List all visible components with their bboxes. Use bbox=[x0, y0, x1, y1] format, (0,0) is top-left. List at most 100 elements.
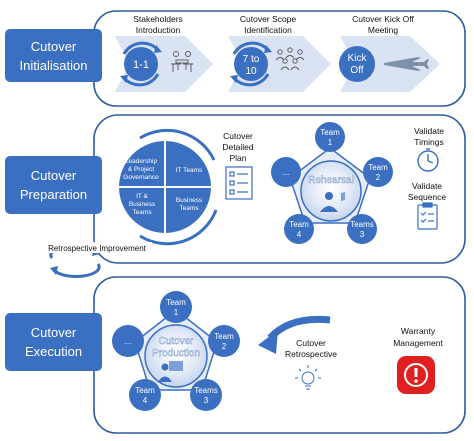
clipboard-checklist-icon bbox=[417, 202, 438, 230]
quadrant-it-business-line1: IT & bbox=[136, 193, 148, 200]
quadrant-leadership bbox=[116, 138, 166, 188]
phase-box-execution[interactable] bbox=[5, 313, 102, 371]
quadrant-business-line1: Business bbox=[176, 197, 203, 204]
phase-box-preparation[interactable] bbox=[5, 156, 102, 214]
rehearsal-team-4[interactable] bbox=[284, 214, 314, 244]
step-1-badge-text: 1-1 bbox=[133, 59, 149, 71]
validate-sequence-line1: Validate bbox=[412, 181, 442, 191]
production-label-line1: Cutover bbox=[158, 336, 194, 347]
rehearsal-team-4-line2: 4 bbox=[297, 230, 302, 239]
crowd-icon bbox=[275, 47, 305, 71]
rehearsal-team-4-line1: Team bbox=[289, 220, 309, 229]
production-team-4[interactable] bbox=[129, 379, 161, 411]
production-team-1[interactable] bbox=[160, 291, 192, 323]
plan-label-line3: Plan bbox=[229, 153, 246, 163]
quadrant-it-teams-label: IT Teams bbox=[176, 167, 203, 174]
step-1-badge bbox=[124, 47, 158, 81]
governance-quadrants bbox=[116, 128, 218, 246]
retro-cycle-arrowhead-2 bbox=[50, 266, 58, 275]
step-2-badge-line2: 10 bbox=[245, 66, 257, 77]
quadrant-it-business-line2: Business bbox=[129, 201, 156, 208]
quadrant-business bbox=[164, 186, 214, 236]
phase-execution-line1: Cutover bbox=[31, 325, 77, 340]
presenter-icon-production bbox=[158, 361, 183, 382]
rehearsal-team-3-line1: Teams bbox=[350, 220, 374, 229]
airplane-icon bbox=[384, 57, 429, 71]
quadrant-leadership-line3: Governance bbox=[123, 174, 159, 181]
warranty-label-line2: Management bbox=[393, 338, 443, 348]
plan-label-line2: Detailed bbox=[222, 142, 253, 152]
step-2-badge bbox=[234, 47, 268, 81]
phase-preparation-line2: Preparation bbox=[20, 187, 87, 202]
rehearsal-team-2[interactable] bbox=[363, 157, 393, 187]
quadrant-leadership-line1: Leadership bbox=[125, 158, 158, 165]
production-team-1-line2: 1 bbox=[174, 308, 179, 317]
phase-box-initialisation[interactable] bbox=[5, 29, 102, 82]
rehearsal-hub bbox=[300, 160, 362, 222]
step-2-title-line1: Cutover Scope bbox=[240, 14, 296, 24]
production-team-4-line1: Team bbox=[135, 386, 155, 395]
production-team-3-line2: 3 bbox=[204, 396, 209, 405]
rehearsal-team-3[interactable] bbox=[347, 214, 377, 244]
validate-timings-line2: Timings bbox=[414, 137, 443, 147]
step-3-badge-line2: Off bbox=[350, 65, 363, 76]
retrospective-label-line1: Cutover bbox=[296, 338, 326, 348]
production-team-1-line1: Team bbox=[166, 298, 186, 307]
step-3-badge-line1: Kick bbox=[348, 53, 368, 64]
validate-timings-line1: Validate bbox=[414, 126, 444, 136]
production-team-more-label: ... bbox=[125, 337, 132, 346]
production-team-4-line2: 4 bbox=[143, 396, 148, 405]
plan-label-line1: Cutover bbox=[223, 131, 253, 141]
step-3-title-line2: Meeting bbox=[368, 25, 399, 35]
phase-execution-line2: Execution bbox=[25, 344, 82, 359]
quadrant-it-business bbox=[116, 186, 166, 236]
retrospective-arrowhead bbox=[258, 330, 278, 354]
rehearsal-team-1[interactable] bbox=[315, 122, 345, 152]
quadrant-it-teams bbox=[164, 138, 214, 188]
rehearsal-team-1-line2: 1 bbox=[328, 138, 333, 147]
rehearsal-team-2-line2: 2 bbox=[376, 173, 381, 182]
production-label-line2: Production bbox=[152, 348, 200, 359]
retro-label-bg bbox=[42, 242, 152, 253]
quadrant-business-line2: Teams bbox=[179, 205, 199, 212]
step-2-cycle-arrowhead bbox=[264, 45, 272, 53]
step-1-cycle-arrowhead bbox=[154, 45, 162, 53]
stopwatch-icon bbox=[417, 148, 439, 172]
production-team-2-line1: Team bbox=[214, 332, 234, 341]
production-team-2[interactable] bbox=[208, 325, 240, 357]
step-2-title-line2: Identification bbox=[244, 25, 292, 35]
step-1-cycle-arrowhead-2 bbox=[120, 75, 128, 83]
rehearsal-team-more-label: ... bbox=[283, 168, 290, 177]
step-1-cycle-icon bbox=[122, 41, 160, 87]
step-2-badge-line1: 7 to bbox=[243, 54, 260, 65]
presenter-icon bbox=[320, 192, 345, 212]
rehearsal-label: Rehearsal bbox=[308, 175, 354, 186]
retro-improvement-label: Retrospective Improvement bbox=[48, 244, 147, 253]
retrospective-label-line2: Retrospective bbox=[285, 349, 337, 359]
meeting-icon bbox=[171, 51, 193, 72]
rehearsal-team-nodes bbox=[271, 122, 393, 244]
production-team-3[interactable] bbox=[190, 379, 222, 411]
warranty-label-line1: Warranty bbox=[401, 326, 436, 336]
quadrant-outer-ring bbox=[139, 128, 218, 246]
lightbulb-icon bbox=[295, 365, 321, 390]
validate-sequence-line2: Sequence bbox=[408, 192, 447, 202]
rehearsal-team-2-line1: Team bbox=[368, 163, 388, 172]
phase-initialisation-line1: Cutover bbox=[31, 39, 77, 54]
warning-icon bbox=[397, 356, 435, 394]
rehearsal-team-1-line1: Team bbox=[320, 128, 340, 137]
phase-initialisation-line2: Initialisation bbox=[20, 58, 88, 73]
production-hub bbox=[144, 324, 208, 388]
quadrant-leadership-line2: & Project bbox=[128, 166, 155, 173]
step-3-title-line1: Cutover Kick Off bbox=[352, 14, 414, 24]
checklist-icon bbox=[225, 166, 253, 200]
rehearsal-team-3-line2: 3 bbox=[360, 230, 365, 239]
production-team-3-line1: Teams bbox=[194, 386, 218, 395]
production-team-more[interactable] bbox=[112, 325, 144, 357]
quadrant-it-business-line3: Teams bbox=[132, 209, 152, 216]
step-1-title-line2: Introduction bbox=[136, 25, 181, 35]
production-team-2-line2: 2 bbox=[222, 342, 227, 351]
rehearsal-team-more[interactable] bbox=[271, 157, 301, 187]
production-team-nodes bbox=[112, 291, 240, 411]
